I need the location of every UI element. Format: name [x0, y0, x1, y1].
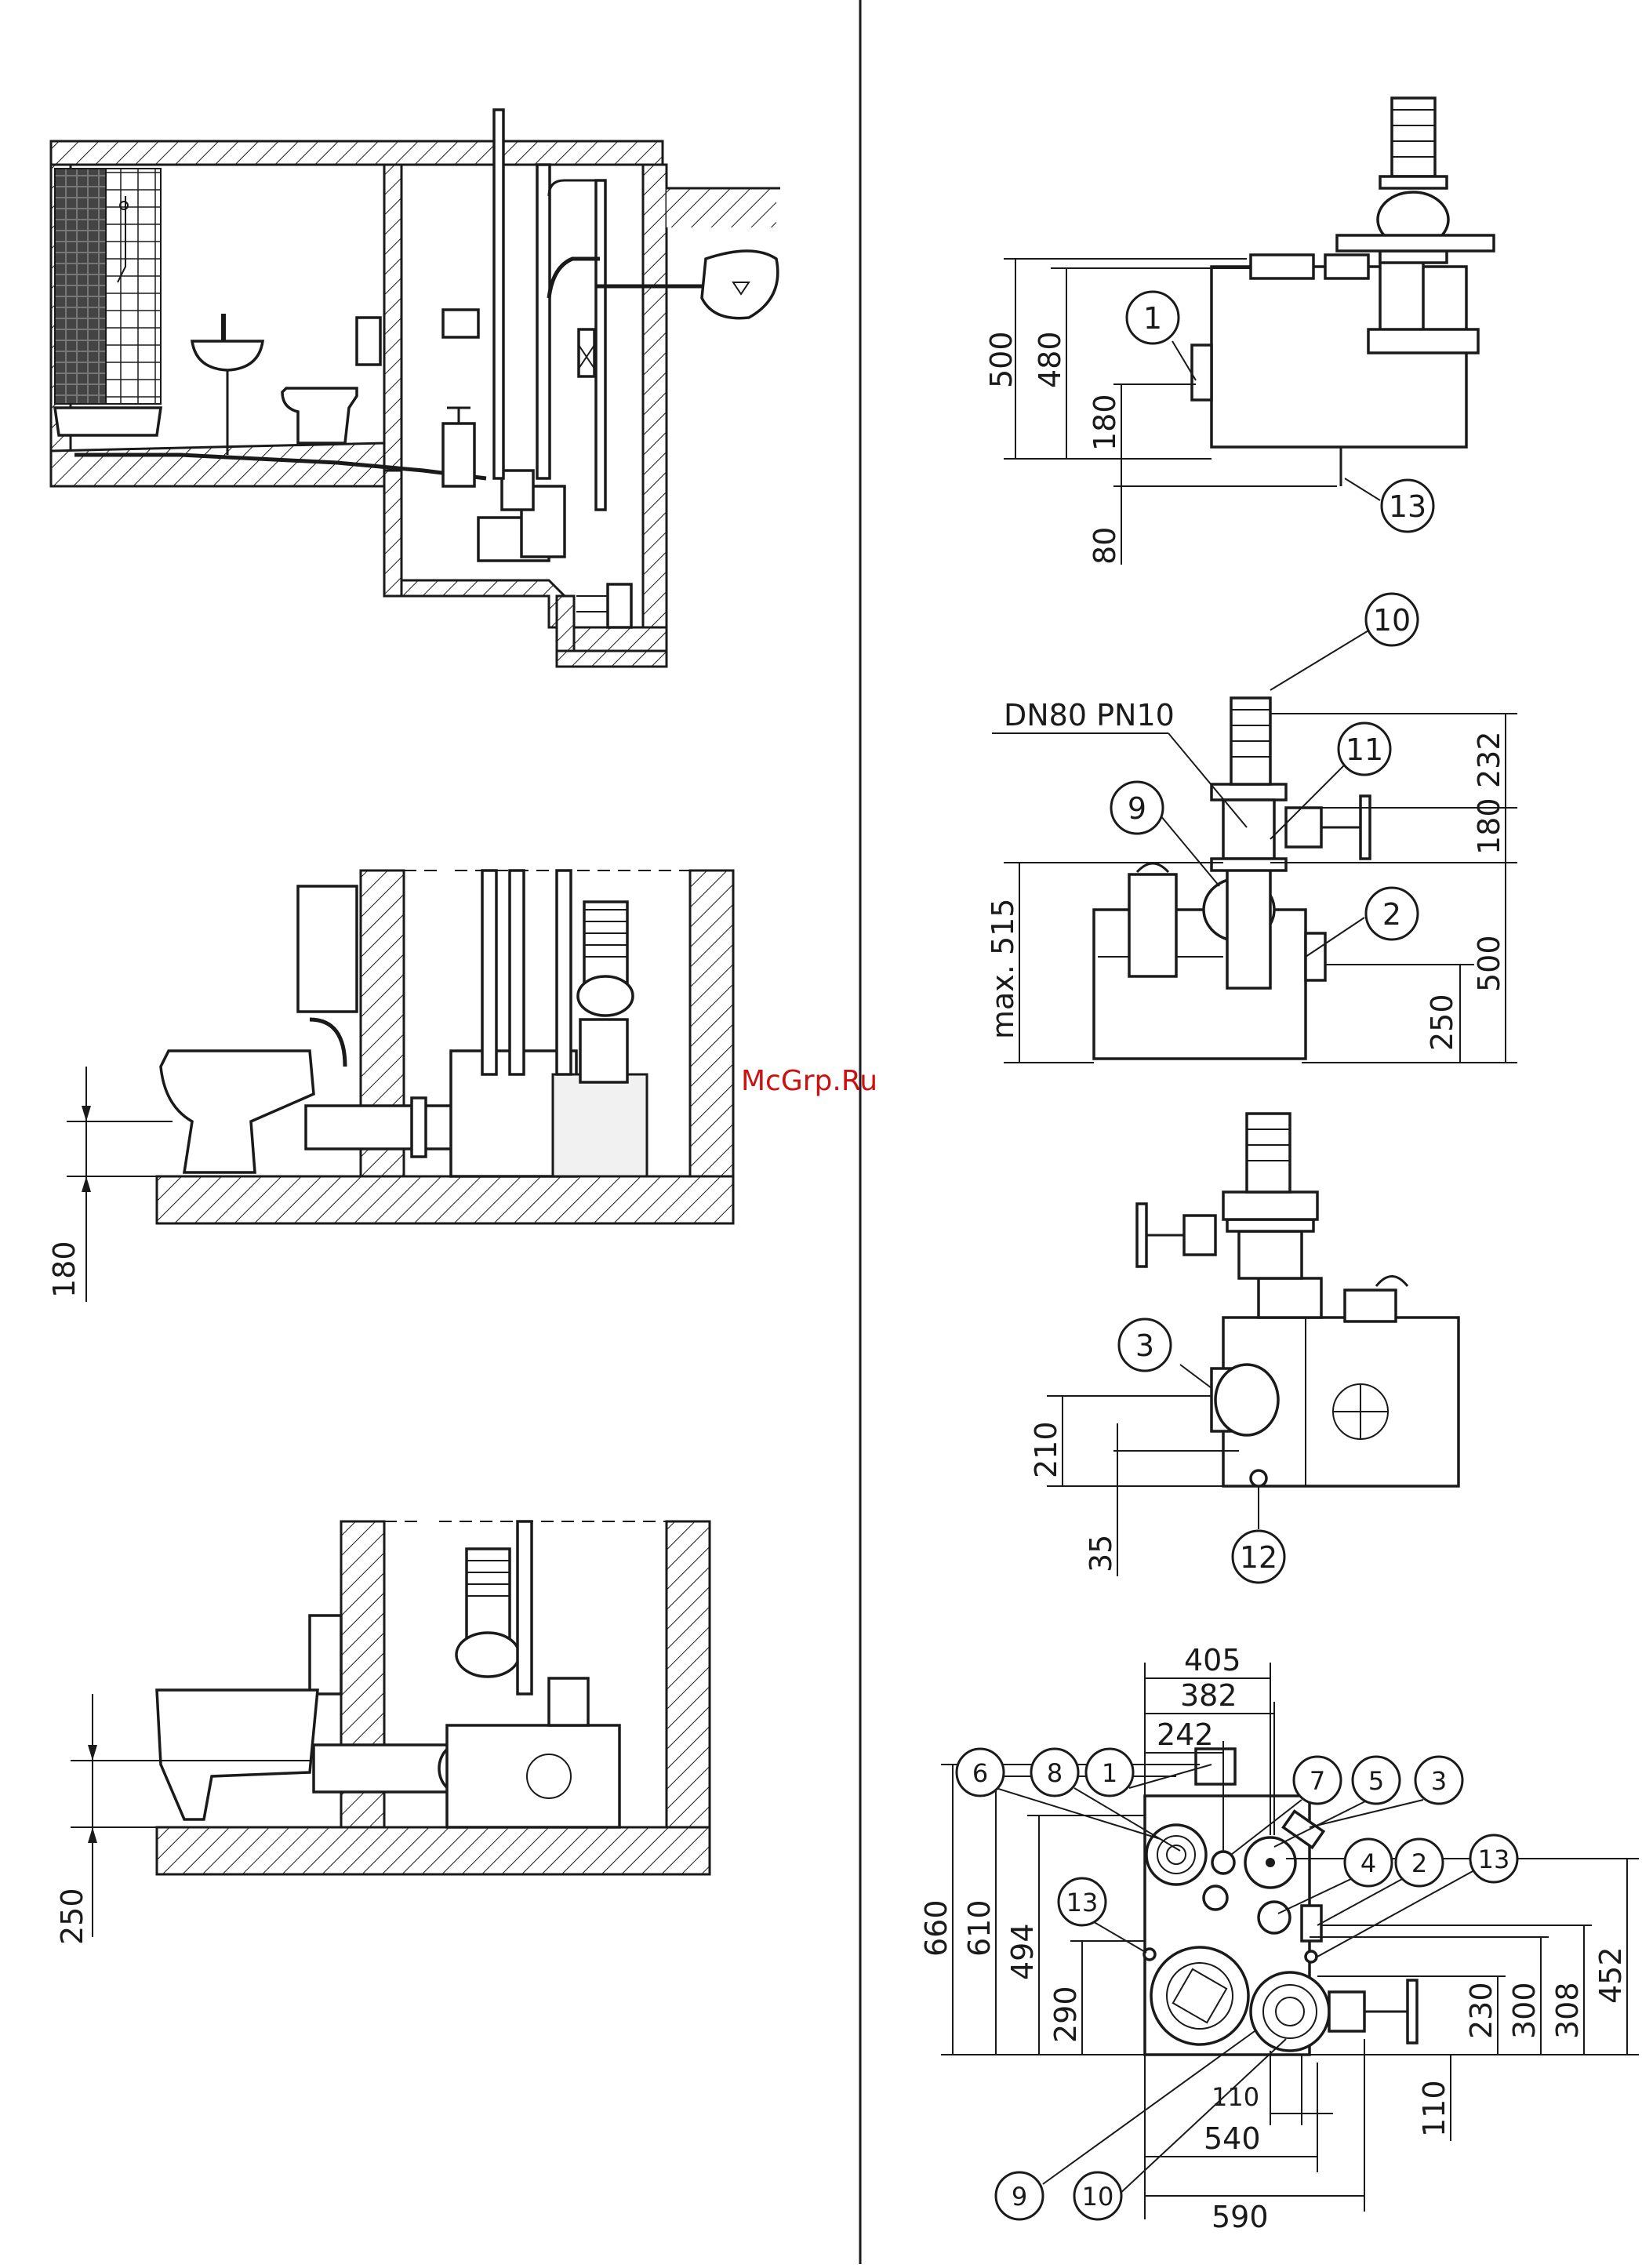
svg-text:3: 3 — [1431, 1766, 1447, 1796]
unit-plan-view — [941, 1663, 1639, 2219]
callout-9-front: 9 — [1111, 782, 1163, 834]
svg-text:9: 9 — [1012, 2182, 1027, 2212]
rear-dim-210: 210 — [1029, 1421, 1063, 1478]
callout-3-plan: 3 — [1415, 1757, 1462, 1804]
side-dim-250: 250 — [55, 1888, 89, 1945]
svg-text:7: 7 — [1310, 1766, 1325, 1796]
plan-dim-382: 382 — [1180, 1678, 1237, 1713]
front-pipe-label: DN80 PN10 — [1004, 698, 1175, 732]
plan-dim-590: 590 — [1212, 2200, 1269, 2234]
svg-text:5: 5 — [1368, 1766, 1384, 1796]
callout-6-plan: 6 — [957, 1749, 1004, 1796]
watermark: McGrp.Ru — [741, 1065, 877, 1097]
callout-3-rear: 3 — [1119, 1319, 1171, 1371]
callout-4-plan: 4 — [1345, 1839, 1392, 1886]
plan-dim-610: 610 — [962, 1899, 997, 1957]
svg-text:4: 4 — [1360, 1848, 1376, 1878]
callout-1-plan: 1 — [1086, 1749, 1133, 1796]
front-dim-500: 500 — [1472, 935, 1506, 992]
callout-11-front: 11 — [1339, 723, 1390, 775]
callout-13-plan-right: 13 — [1470, 1835, 1517, 1882]
callout-5-plan: 5 — [1353, 1757, 1400, 1804]
svg-text:13: 13 — [1389, 489, 1426, 524]
callout-8-plan: 8 — [1031, 1749, 1078, 1796]
side-dim-180: 180 — [1088, 394, 1122, 451]
plan-dim-300: 300 — [1507, 1982, 1542, 2039]
callout-10-front: 10 — [1366, 594, 1418, 645]
svg-text:3: 3 — [1135, 1328, 1154, 1363]
svg-text:11: 11 — [1346, 732, 1383, 767]
side-dim-80: 80 — [1088, 527, 1122, 565]
svg-text:1: 1 — [1102, 1758, 1117, 1788]
front-dim-232: 232 — [1472, 731, 1506, 788]
svg-text:12: 12 — [1240, 1540, 1277, 1575]
front-dim-180: 180 — [1472, 798, 1506, 855]
plan-dim-452: 452 — [1593, 1946, 1628, 2004]
plan-dim-242: 242 — [1157, 1717, 1214, 1752]
callout-13-side: 13 — [1382, 480, 1433, 532]
building-section-drawing — [51, 110, 780, 667]
side-dim-500: 500 — [984, 331, 1019, 388]
callout-10-plan: 10 — [1074, 2172, 1121, 2219]
svg-text:9: 9 — [1128, 791, 1146, 826]
svg-text:13: 13 — [1478, 1845, 1510, 1874]
callout-7-plan: 7 — [1294, 1757, 1341, 1804]
plan-dim-405: 405 — [1184, 1643, 1241, 1677]
front-dim-max515: max. 515 — [986, 899, 1020, 1039]
callout-2-plan: 2 — [1396, 1839, 1443, 1886]
side-installation-drawing — [71, 1521, 710, 1937]
callout-12-rear: 12 — [1233, 1531, 1284, 1583]
wc-installation-drawing — [67, 870, 733, 1302]
svg-text:10: 10 — [1082, 2182, 1114, 2212]
plan-dim-660: 660 — [919, 1899, 954, 1957]
callout-9-plan: 9 — [996, 2172, 1043, 2219]
wc-dim-180: 180 — [47, 1241, 82, 1298]
plan-dim-230: 230 — [1464, 1982, 1499, 2039]
svg-text:2: 2 — [1411, 1848, 1427, 1878]
svg-text:2: 2 — [1382, 897, 1401, 932]
svg-text:6: 6 — [972, 1758, 988, 1788]
rear-dim-35: 35 — [1084, 1535, 1118, 1572]
callout-13-plan-left: 13 — [1059, 1878, 1106, 1925]
callout-1-side: 1 — [1127, 292, 1179, 343]
plan-dim-308: 308 — [1550, 1982, 1585, 2039]
unit-rear-elevation — [1047, 1114, 1459, 1576]
plan-dim-110-right: 110 — [1417, 2080, 1451, 2137]
callout-2-front: 2 — [1366, 888, 1418, 940]
plan-dim-290: 290 — [1048, 1986, 1083, 2043]
front-dim-250: 250 — [1425, 994, 1459, 1051]
plan-dim-494: 494 — [1005, 1923, 1040, 1980]
plan-dim-110-bottom: 110 — [1212, 2082, 1259, 2112]
side-dim-480: 480 — [1033, 331, 1067, 388]
svg-text:1: 1 — [1143, 301, 1162, 336]
plan-dim-540: 540 — [1204, 2121, 1261, 2156]
svg-text:10: 10 — [1373, 603, 1411, 638]
svg-text:8: 8 — [1047, 1758, 1063, 1788]
svg-text:13: 13 — [1066, 1888, 1099, 1917]
